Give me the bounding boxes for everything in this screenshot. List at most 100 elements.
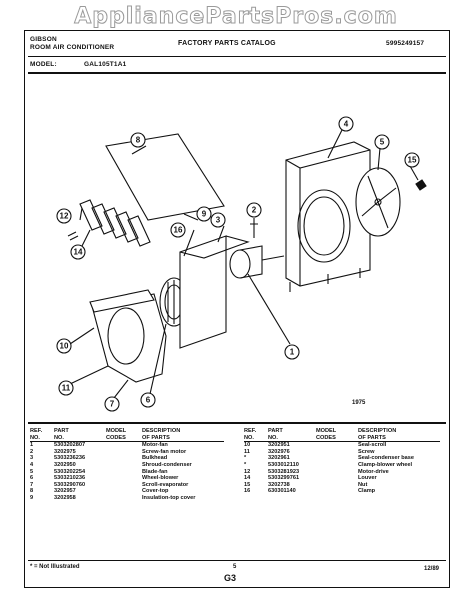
parts-cell-codes <box>316 442 358 449</box>
parts-cell-ref: * <box>244 461 247 468</box>
parts-cell-codes <box>106 488 142 495</box>
parts-cell-desc: Screw <box>358 448 375 455</box>
callout-11 <box>58 380 74 396</box>
parts-cell-codes <box>106 449 142 456</box>
exploded-parts-diagram: 8 9 12 14 10 11 7 6 16 3 2 1 4 5 15 1975 <box>56 116 427 412</box>
callout-4 <box>338 116 354 132</box>
parts-cell-part: 3202951 <box>268 442 290 449</box>
parts-cell-ref: 16 <box>244 488 251 495</box>
callout-label: 4 <box>344 120 349 129</box>
parts-cell-desc: Clamp <box>358 488 376 495</box>
callout-6 <box>140 392 156 408</box>
model-label: MODEL: <box>30 61 57 68</box>
footnote: * = Not Illustrated <box>30 564 80 570</box>
parts-cell-ref: 1 <box>30 442 34 449</box>
catalog-page <box>24 30 450 588</box>
parts-cell-part: 3202950 <box>54 461 76 468</box>
footer-rule <box>28 560 446 561</box>
callout-label: 8 <box>136 136 141 145</box>
seal-scroll-part <box>89 289 155 313</box>
parts-cell-ref: 11 <box>244 448 250 455</box>
parts-cell-ref: 9 <box>30 494 34 501</box>
parts-row: 9 3202958 Insulation-top cover <box>30 495 224 502</box>
callout-1 <box>284 344 300 360</box>
parts-cell-ref: 6 <box>30 475 34 482</box>
parts-cell-ref: 2 <box>30 448 34 455</box>
callout-8 <box>130 132 146 148</box>
fan-motor-part <box>229 245 285 279</box>
parts-cell-codes <box>106 482 142 489</box>
callout-label: 7 <box>110 400 115 409</box>
parts-cell-ref: 8 <box>30 488 34 495</box>
parts-cell-ref: 4 <box>30 461 34 468</box>
parts-row: 4 3202950 Shroud-condenser <box>30 462 224 469</box>
parts-cell-desc: Shroud-condenser <box>142 461 192 468</box>
parts-cell-desc: Insulation-top cover <box>142 494 196 501</box>
parts-cell-part: 5303210236 <box>54 475 86 482</box>
page-number: 5 <box>233 564 237 570</box>
header-rule <box>28 56 446 57</box>
revision-date: 12/89 <box>424 566 440 572</box>
parts-cell-ref: 12 <box>244 468 251 475</box>
motor-drive-part <box>67 231 79 241</box>
watermark: AppliancePartsPros.com <box>74 4 398 30</box>
parts-cell-part: 3202958 <box>54 494 76 501</box>
parts-cell-ref: 5 <box>30 468 34 475</box>
callout-label: 14 <box>74 248 83 257</box>
callout-10 <box>56 338 72 354</box>
callout-label: 2 <box>252 206 257 215</box>
parts-cell-codes <box>106 469 142 476</box>
callout-label: 6 <box>146 396 151 405</box>
top-cover-part <box>105 133 225 221</box>
parts-cell-part: 5303299761 <box>268 475 300 482</box>
catalog-number: 5995249157 <box>386 40 425 47</box>
screw-fan-motor-part <box>250 223 258 238</box>
parts-cell-desc: Louver <box>358 475 377 482</box>
parts-cell-ref: 3 <box>30 455 34 462</box>
parts-cell-part: 630301140 <box>268 488 296 495</box>
parts-cell-ref: * <box>244 455 247 462</box>
nut-part <box>415 179 427 191</box>
parts-cell-part: 5303281923 <box>268 468 300 475</box>
callout-16-bulkhead <box>170 222 186 238</box>
parts-cell-codes <box>316 455 358 462</box>
parts-cell-codes <box>106 442 142 449</box>
catalog-title: FACTORY PARTS CATALOG <box>178 40 276 47</box>
callout-label: 1 <box>290 348 295 357</box>
parts-cell-desc: Seal-scroll <box>358 442 387 449</box>
parts-cell-codes <box>316 469 358 476</box>
parts-cell-desc: Clamp-blower wheel <box>358 461 413 468</box>
ref-no-header: REF.NO. <box>244 428 268 443</box>
callout-2 <box>246 202 262 218</box>
brand: GIBSON <box>30 36 57 43</box>
parts-cell-ref: 15 <box>244 481 251 488</box>
parts-cell-desc: Screw-fan motor <box>142 448 187 455</box>
callout-9 <box>196 206 212 222</box>
callout-15 <box>404 152 420 168</box>
callout-label: 16 <box>174 226 183 235</box>
callout-label: 12 <box>60 212 69 221</box>
figure-number: 1975 <box>352 400 366 406</box>
parts-cell-part: 5303236236 <box>54 455 86 462</box>
parts-cell-codes <box>316 488 358 495</box>
parts-cell-desc: Bulkhead <box>142 455 168 462</box>
parts-cell-codes <box>106 462 142 469</box>
callout-12 <box>56 208 72 224</box>
